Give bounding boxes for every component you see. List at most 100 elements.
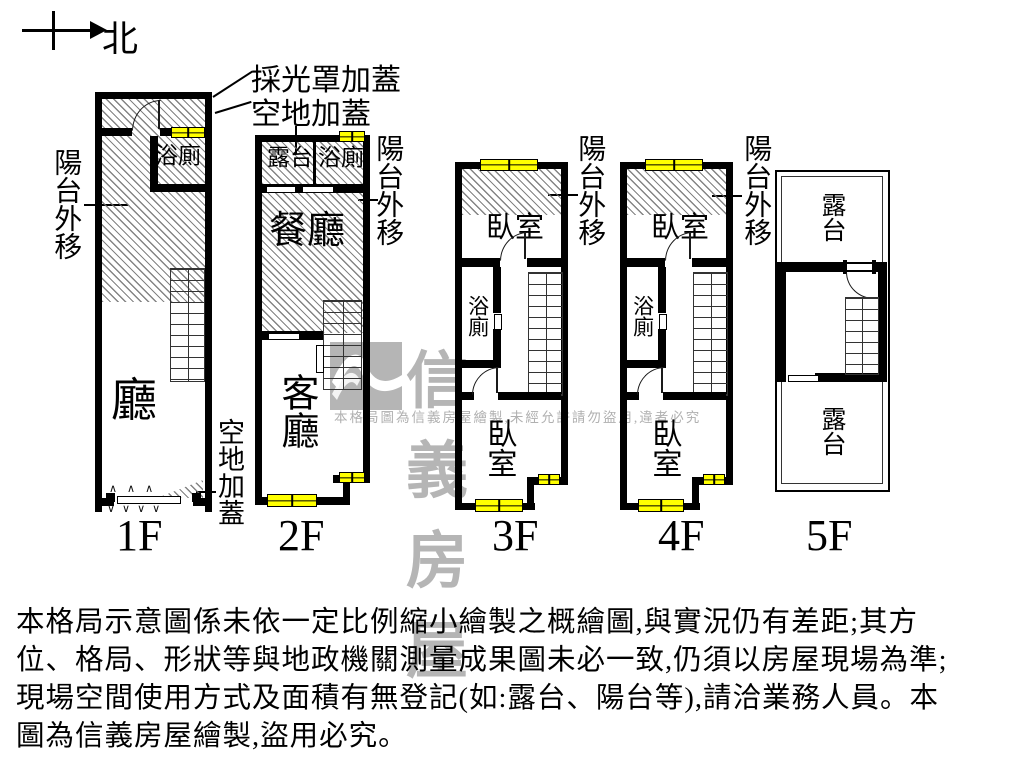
wall bbox=[878, 268, 887, 382]
wall bbox=[160, 128, 171, 136]
wall bbox=[255, 135, 370, 142]
floor-label-3f: 3F bbox=[492, 511, 539, 560]
sliding-door bbox=[659, 314, 667, 330]
leader-line bbox=[212, 70, 253, 98]
wall bbox=[493, 329, 501, 362]
sliding-door bbox=[302, 186, 334, 193]
wall bbox=[777, 268, 786, 382]
label-balcony-extended-1f: 陽台外移 bbox=[50, 148, 82, 260]
room-label-living: 客廳 bbox=[275, 373, 318, 449]
window-marker bbox=[703, 474, 725, 485]
north-label: 北 bbox=[102, 19, 139, 59]
window-marker bbox=[645, 159, 703, 171]
window-marker bbox=[475, 499, 523, 512]
wall bbox=[498, 392, 561, 400]
floorplan-1f: 浴廁 廳 ∧∧∧ ∨∨∨∨ bbox=[95, 92, 212, 515]
wall bbox=[95, 92, 212, 99]
window-marker bbox=[638, 499, 684, 512]
wall bbox=[150, 184, 205, 192]
wall bbox=[150, 136, 158, 192]
sliding-door bbox=[268, 333, 300, 340]
room-label-terrace: 露台 bbox=[267, 145, 313, 170]
wall bbox=[658, 329, 666, 362]
label-balcony-extended-3f: 陽台外移 bbox=[574, 134, 606, 246]
floorplan-2f: 露台 浴廁 餐廳 客廳 bbox=[255, 131, 370, 507]
annotation-skylight-cover: 採光罩加蓋 bbox=[251, 64, 401, 97]
wall bbox=[627, 360, 666, 368]
door-post bbox=[872, 260, 876, 274]
label-balcony-extended-4f: 陽台外移 bbox=[740, 134, 772, 246]
hatch-balcony-area bbox=[627, 169, 726, 215]
stairs bbox=[528, 272, 563, 396]
floorplan-3f: 臥室 浴廁 臥室 bbox=[455, 159, 568, 512]
room-label-bedroom-back: 臥室 bbox=[647, 418, 681, 478]
wall bbox=[255, 135, 262, 505]
wall bbox=[102, 128, 132, 136]
door-post bbox=[843, 260, 847, 274]
wall bbox=[777, 262, 887, 272]
disclaimer-line: 圖為信義房屋繪製,盜用必究。 bbox=[16, 721, 408, 752]
door-leaf bbox=[689, 232, 691, 259]
disclaimer-line: 位、格局、形狀等與地政機關測量成果圖未必一致,仍須以房屋現場為準; bbox=[16, 645, 948, 676]
label-open-land-cover-bottom: 空地加蓋 bbox=[214, 418, 245, 526]
floor-label-4f: 4F bbox=[658, 511, 705, 560]
wall bbox=[462, 392, 474, 400]
wall bbox=[663, 392, 726, 400]
wall bbox=[95, 92, 102, 512]
wall bbox=[527, 258, 561, 267]
wall bbox=[692, 477, 699, 510]
window-marker bbox=[480, 159, 538, 171]
door-leaf bbox=[158, 100, 160, 129]
door-leaf bbox=[661, 367, 663, 393]
wall bbox=[561, 162, 568, 484]
stairs bbox=[845, 297, 879, 375]
window-marker bbox=[339, 131, 365, 142]
hatch-balcony-area bbox=[462, 169, 561, 215]
wall bbox=[620, 162, 627, 510]
window-marker bbox=[267, 494, 317, 507]
label-balcony-extended-2f: 陽台外移 bbox=[372, 134, 404, 246]
wall bbox=[193, 498, 212, 506]
stairs bbox=[170, 268, 205, 382]
wall bbox=[527, 477, 534, 510]
north-arrow-shaft bbox=[22, 29, 92, 32]
room-label-bedroom-back: 臥室 bbox=[482, 418, 516, 478]
annotation-open-land-cover-top: 空地加蓋 bbox=[251, 98, 371, 131]
leader-line bbox=[214, 100, 252, 114]
stairs bbox=[323, 300, 362, 390]
room-label-terrace-front: 露台 bbox=[818, 192, 845, 242]
wall bbox=[627, 258, 665, 267]
floorplan-5f: 露台 露台 bbox=[775, 170, 890, 492]
door-post bbox=[192, 493, 201, 502]
room-label-bath: 浴廁 bbox=[155, 143, 201, 168]
wall bbox=[462, 360, 501, 368]
window-jamb bbox=[316, 345, 324, 373]
hatch-terrace-strip bbox=[262, 142, 363, 184]
stairs bbox=[693, 272, 728, 396]
sliding-door bbox=[494, 314, 502, 330]
window-marker bbox=[538, 474, 560, 485]
north-arrow-head bbox=[90, 21, 107, 39]
disclaimer-line: 本格局示意圖係未依一定比例縮小繪製之概繪圖,與實況仍有差距;其方 bbox=[16, 607, 919, 638]
door-opening bbox=[846, 264, 873, 270]
window-jamb bbox=[788, 375, 819, 382]
window-marker bbox=[339, 472, 365, 483]
wall bbox=[726, 162, 733, 484]
room-label-hall: 廳 bbox=[111, 375, 157, 426]
wall bbox=[658, 267, 666, 313]
floor-label-2f: 2F bbox=[278, 511, 325, 560]
wall bbox=[205, 92, 212, 512]
disclaimer-line: 現場空間使用方式及面積有無登記(如:露台、陽台等),請洽業務人員。本 bbox=[16, 683, 940, 714]
room-label-bath: 浴廁 bbox=[630, 295, 655, 337]
room-label-bath: 浴廁 bbox=[318, 145, 364, 170]
floor-label-1f: 1F bbox=[116, 511, 163, 560]
window-marker bbox=[171, 127, 205, 138]
north-arrow-crossbar bbox=[52, 11, 55, 50]
watermark-notice: 本格局圖為信義房屋繪製,未經允許請勿盜用,違者必究 bbox=[334, 410, 702, 425]
door-swing-marks: ∨∨∨∨ bbox=[107, 502, 168, 515]
wall bbox=[95, 498, 114, 506]
room-label-bath: 浴廁 bbox=[465, 295, 490, 337]
room-label-terrace-back: 露台 bbox=[818, 406, 845, 456]
wall bbox=[692, 258, 726, 267]
